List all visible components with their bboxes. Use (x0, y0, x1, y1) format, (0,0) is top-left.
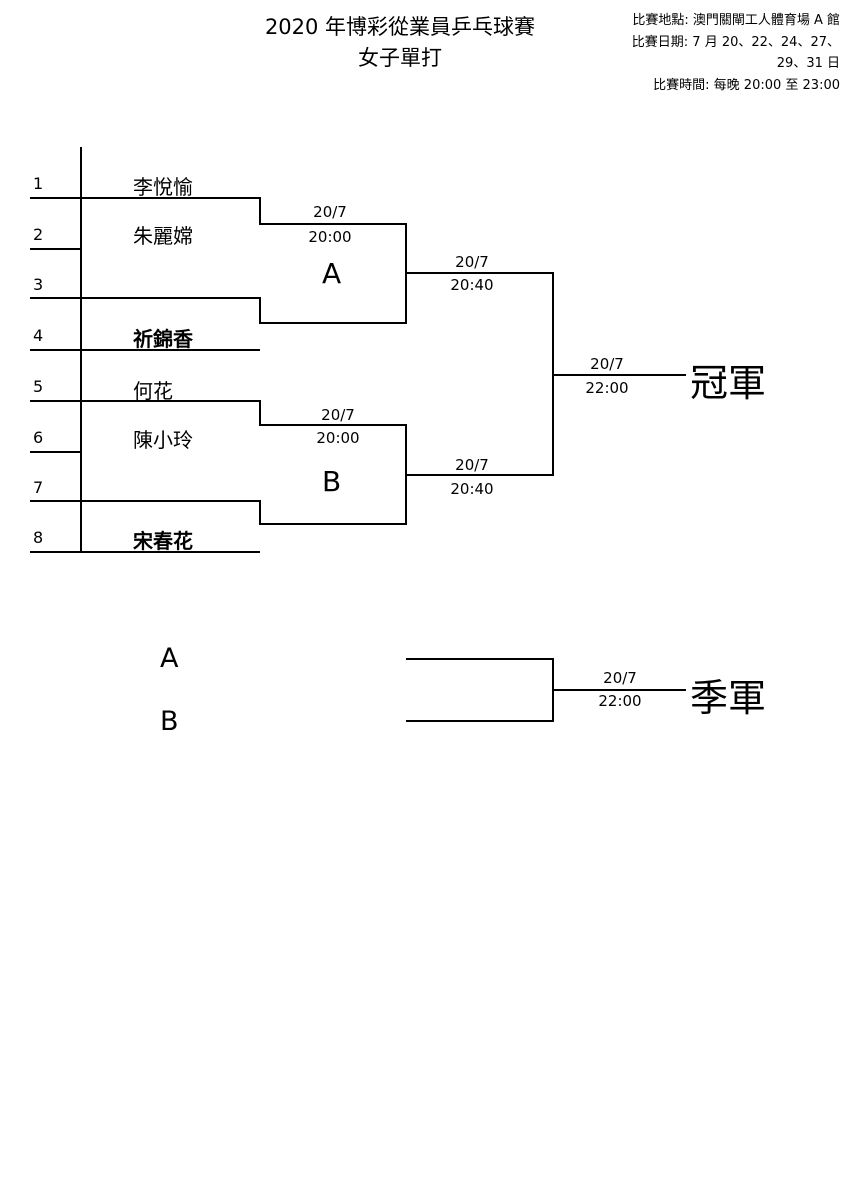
match-date: 20/7 (603, 669, 637, 687)
match-date: 20/7 (321, 406, 355, 424)
r1-top-connector-lower (259, 297, 261, 324)
group-label: A (322, 257, 342, 290)
third-place-side-a: A (160, 643, 179, 674)
r1-bottom-line-lower (259, 523, 407, 525)
match-date: 20/7 (590, 355, 624, 373)
seed-number: 8 (33, 528, 44, 547)
entry-line-3 (30, 297, 260, 299)
third-place-line-lower (406, 720, 554, 722)
seed-number: 4 (33, 326, 44, 345)
dates-text-line-1: 比賽日期: 7 月 20、22、24、27、 (631, 35, 840, 50)
match-time: 20:00 (316, 429, 360, 447)
r1-top-connector-upper (259, 197, 261, 225)
match-time: 20:00 (308, 228, 352, 246)
match-date: 20/7 (313, 203, 347, 221)
group-label: B (322, 465, 342, 498)
match-time: 20:40 (450, 480, 494, 498)
player-name: 李悅愉 (133, 175, 193, 199)
third-place-side-b: B (160, 706, 179, 737)
semi-bottom-line (405, 474, 554, 476)
player-name: 祈錦香 (133, 327, 193, 351)
semi-top-line (405, 272, 554, 274)
entry-line-8 (30, 551, 260, 553)
title-line-1: 2020 年博彩從業員乒乓球賽 (264, 15, 536, 39)
third-place-final-line (552, 689, 686, 691)
player-name: 陳小玲 (133, 428, 193, 452)
third-place-line-upper (406, 658, 554, 660)
time-text: 比賽時間: 每晚 20:00 至 23:00 (653, 78, 840, 93)
r1-bottom-connector-upper (259, 400, 261, 426)
r1-top-line-lower (259, 322, 407, 324)
r1-bottom-connector-lower (259, 500, 261, 525)
entry-line-4 (30, 349, 260, 351)
match-date: 20/7 (455, 456, 489, 474)
match-date: 20/7 (455, 253, 489, 271)
entry-line-7 (30, 500, 260, 502)
r1-top-line-upper (259, 223, 407, 225)
venue-text: 比賽地點: 澳門關閘工人體育場 A 館 (632, 13, 840, 28)
player-name: 宋春花 (133, 529, 193, 553)
entry-line-1 (30, 197, 260, 199)
player-name: 何花 (133, 379, 173, 403)
match-time: 22:00 (598, 692, 642, 710)
champion-label: 冠軍 (690, 361, 767, 405)
dates-text-line-2: 29、31 日 (776, 56, 840, 71)
final-line (552, 374, 686, 376)
seed-number: 7 (33, 478, 44, 497)
player-name: 朱麗嫦 (133, 224, 193, 248)
seed-number: 2 (33, 225, 44, 244)
seed-number: 5 (33, 377, 44, 396)
title-line-2: 女子單打 (358, 46, 442, 70)
seed-number: 6 (33, 428, 44, 447)
third-place-label: 季軍 (690, 676, 767, 720)
entry-line-5 (30, 400, 260, 402)
seed-number: 3 (33, 275, 44, 294)
seed-number: 1 (33, 174, 44, 193)
r1-bottom-line-upper (259, 424, 407, 426)
match-time: 20:40 (450, 276, 494, 294)
entry-line-6 (30, 451, 80, 453)
match-time: 22:00 (585, 379, 629, 397)
entry-line-2 (30, 248, 80, 250)
